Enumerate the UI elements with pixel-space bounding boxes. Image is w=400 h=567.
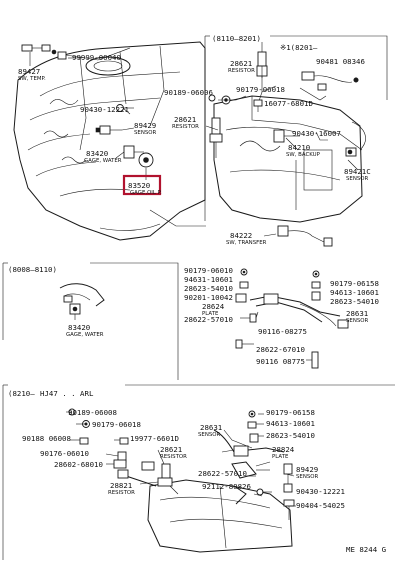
early-water-gage-section [59,283,105,320]
engine-block [13,41,206,241]
label-28631-bottom-desc: SENSOR [198,432,221,438]
label-28624: 28624 [202,302,225,311]
header-8110-8201: (8110—8201) [212,34,261,43]
label-90179-top: 90179-06018 [236,85,285,94]
label-90179-bottom-r: 90179-06158 [266,408,315,417]
label-90430-top: 90430-12221 [80,105,129,114]
bottom-leader-lines [66,411,296,507]
label-84210: 84210 [288,143,310,152]
label-89427: 89427 [18,67,40,76]
header-8210: (8210— [8,389,35,398]
label-90430-bottom: 90430-12221 [296,487,345,496]
label-90179-mid: 90179-06010 [184,266,233,275]
header-8201: ※1(8201— [280,43,318,52]
label-89421: 89421C [344,167,371,176]
label-83420-top-desc: GAGE, WATER [84,158,122,164]
label-28623-a: 28623-54010 [184,284,233,293]
label-28631-mid: 28631 [346,309,368,318]
label-90179-bottom: 90179-06018 [92,420,141,429]
label-16077: 16077-6801D [264,99,313,108]
label-28824: 28824 [272,445,295,454]
label-89429-top-desc: SENSOR [134,130,157,136]
label-99999: 99999-00040 [72,53,121,62]
label-28621-top-desc: RESISTOR [228,68,255,74]
label-90176: 90176-06010 [40,449,89,458]
label-28623-b: 28623-54010 [330,297,379,306]
transmission-case [213,95,363,223]
label-28631-mid-desc: SENSOR [346,318,369,324]
label-92112: 92112-80826 [202,482,251,491]
label-90430-mid: 90430-16007 [292,129,341,138]
label-84222-desc: SW, TRANSFER [226,240,267,246]
label-83520: 83520 [128,181,150,190]
label-94613-bottom: 94613-10601 [266,419,315,428]
label-90179-mid2: 90179-06158 [330,279,379,288]
footer-code: ME 8244 G [346,545,386,554]
label-28621-mid: 28621 [174,115,196,124]
top-leader-lines [29,52,359,237]
label-90481: 90481 08346 [316,57,365,66]
label-83420-top: 83420 [86,149,108,158]
label-90201: 90201-10042 [184,293,233,302]
label-89429-bottom-desc: SENSOR [296,474,319,480]
label-89429-bottom: 89429 [296,465,318,474]
bottom-assembly [68,408,295,553]
label-28621-bottom: 28621 [160,445,182,454]
diagram-labels: (8110—8201) ※1(8201— (8008—8110) (8210— … [8,34,386,554]
label-90404: 90404-54025 [296,501,345,510]
label-28821: 28821 [110,481,132,490]
label-28621-bottom-desc: RESISTOR [160,454,187,460]
label-89421-desc: SENSOR [346,176,369,182]
label-28824-desc: PLATE [272,454,289,460]
label-90189: 90189-06006 [164,88,213,97]
label-28621-mid-desc: RESISTOR [172,124,199,130]
label-28821-desc: RESISTOR [108,490,135,496]
label-90116-b: 90116 08775 [256,357,305,366]
label-84222: 84222 [230,231,252,240]
label-90116-a: 90116-08275 [258,327,307,336]
label-28621-top: 28621 [230,59,252,68]
header-hj47-arl: HJ47 . . ARL [40,389,94,398]
label-89427-desc: SW, TEMP. [18,76,46,82]
label-28622-bottom: 28622-57010 [198,469,247,478]
label-83420-early: 83420 [68,323,90,332]
label-28622-mid: 28622-57010 [184,315,233,324]
label-19977: 19977-6601D [130,434,179,443]
highlight-box-83520 [122,174,162,196]
label-83520-desc: GAGE,OIL P. [130,190,162,196]
label-89429-top: 89429 [134,121,156,130]
label-94613: 94613-10601 [330,288,379,297]
label-28624-desc: PLATE [202,311,219,317]
label-28623-c: 28623-54010 [266,431,315,440]
label-28631-bottom: 28631 [200,423,222,432]
label-94631: 94631-10601 [184,275,233,284]
label-90189-bottom: 90189-06008 [68,408,117,417]
label-90188: 90188 06008 [22,434,71,443]
mid-linkage [235,268,349,369]
label-84210-desc: SW, BACKUP [286,152,321,158]
top-parts [21,42,366,247]
label-28602: 28602-68010 [54,460,103,469]
label-28622-b: 28622-67010 [256,345,305,354]
header-8008-8110: (8008—8110) [8,265,57,274]
label-83420-early-desc: GAGE, WATER [66,332,104,338]
